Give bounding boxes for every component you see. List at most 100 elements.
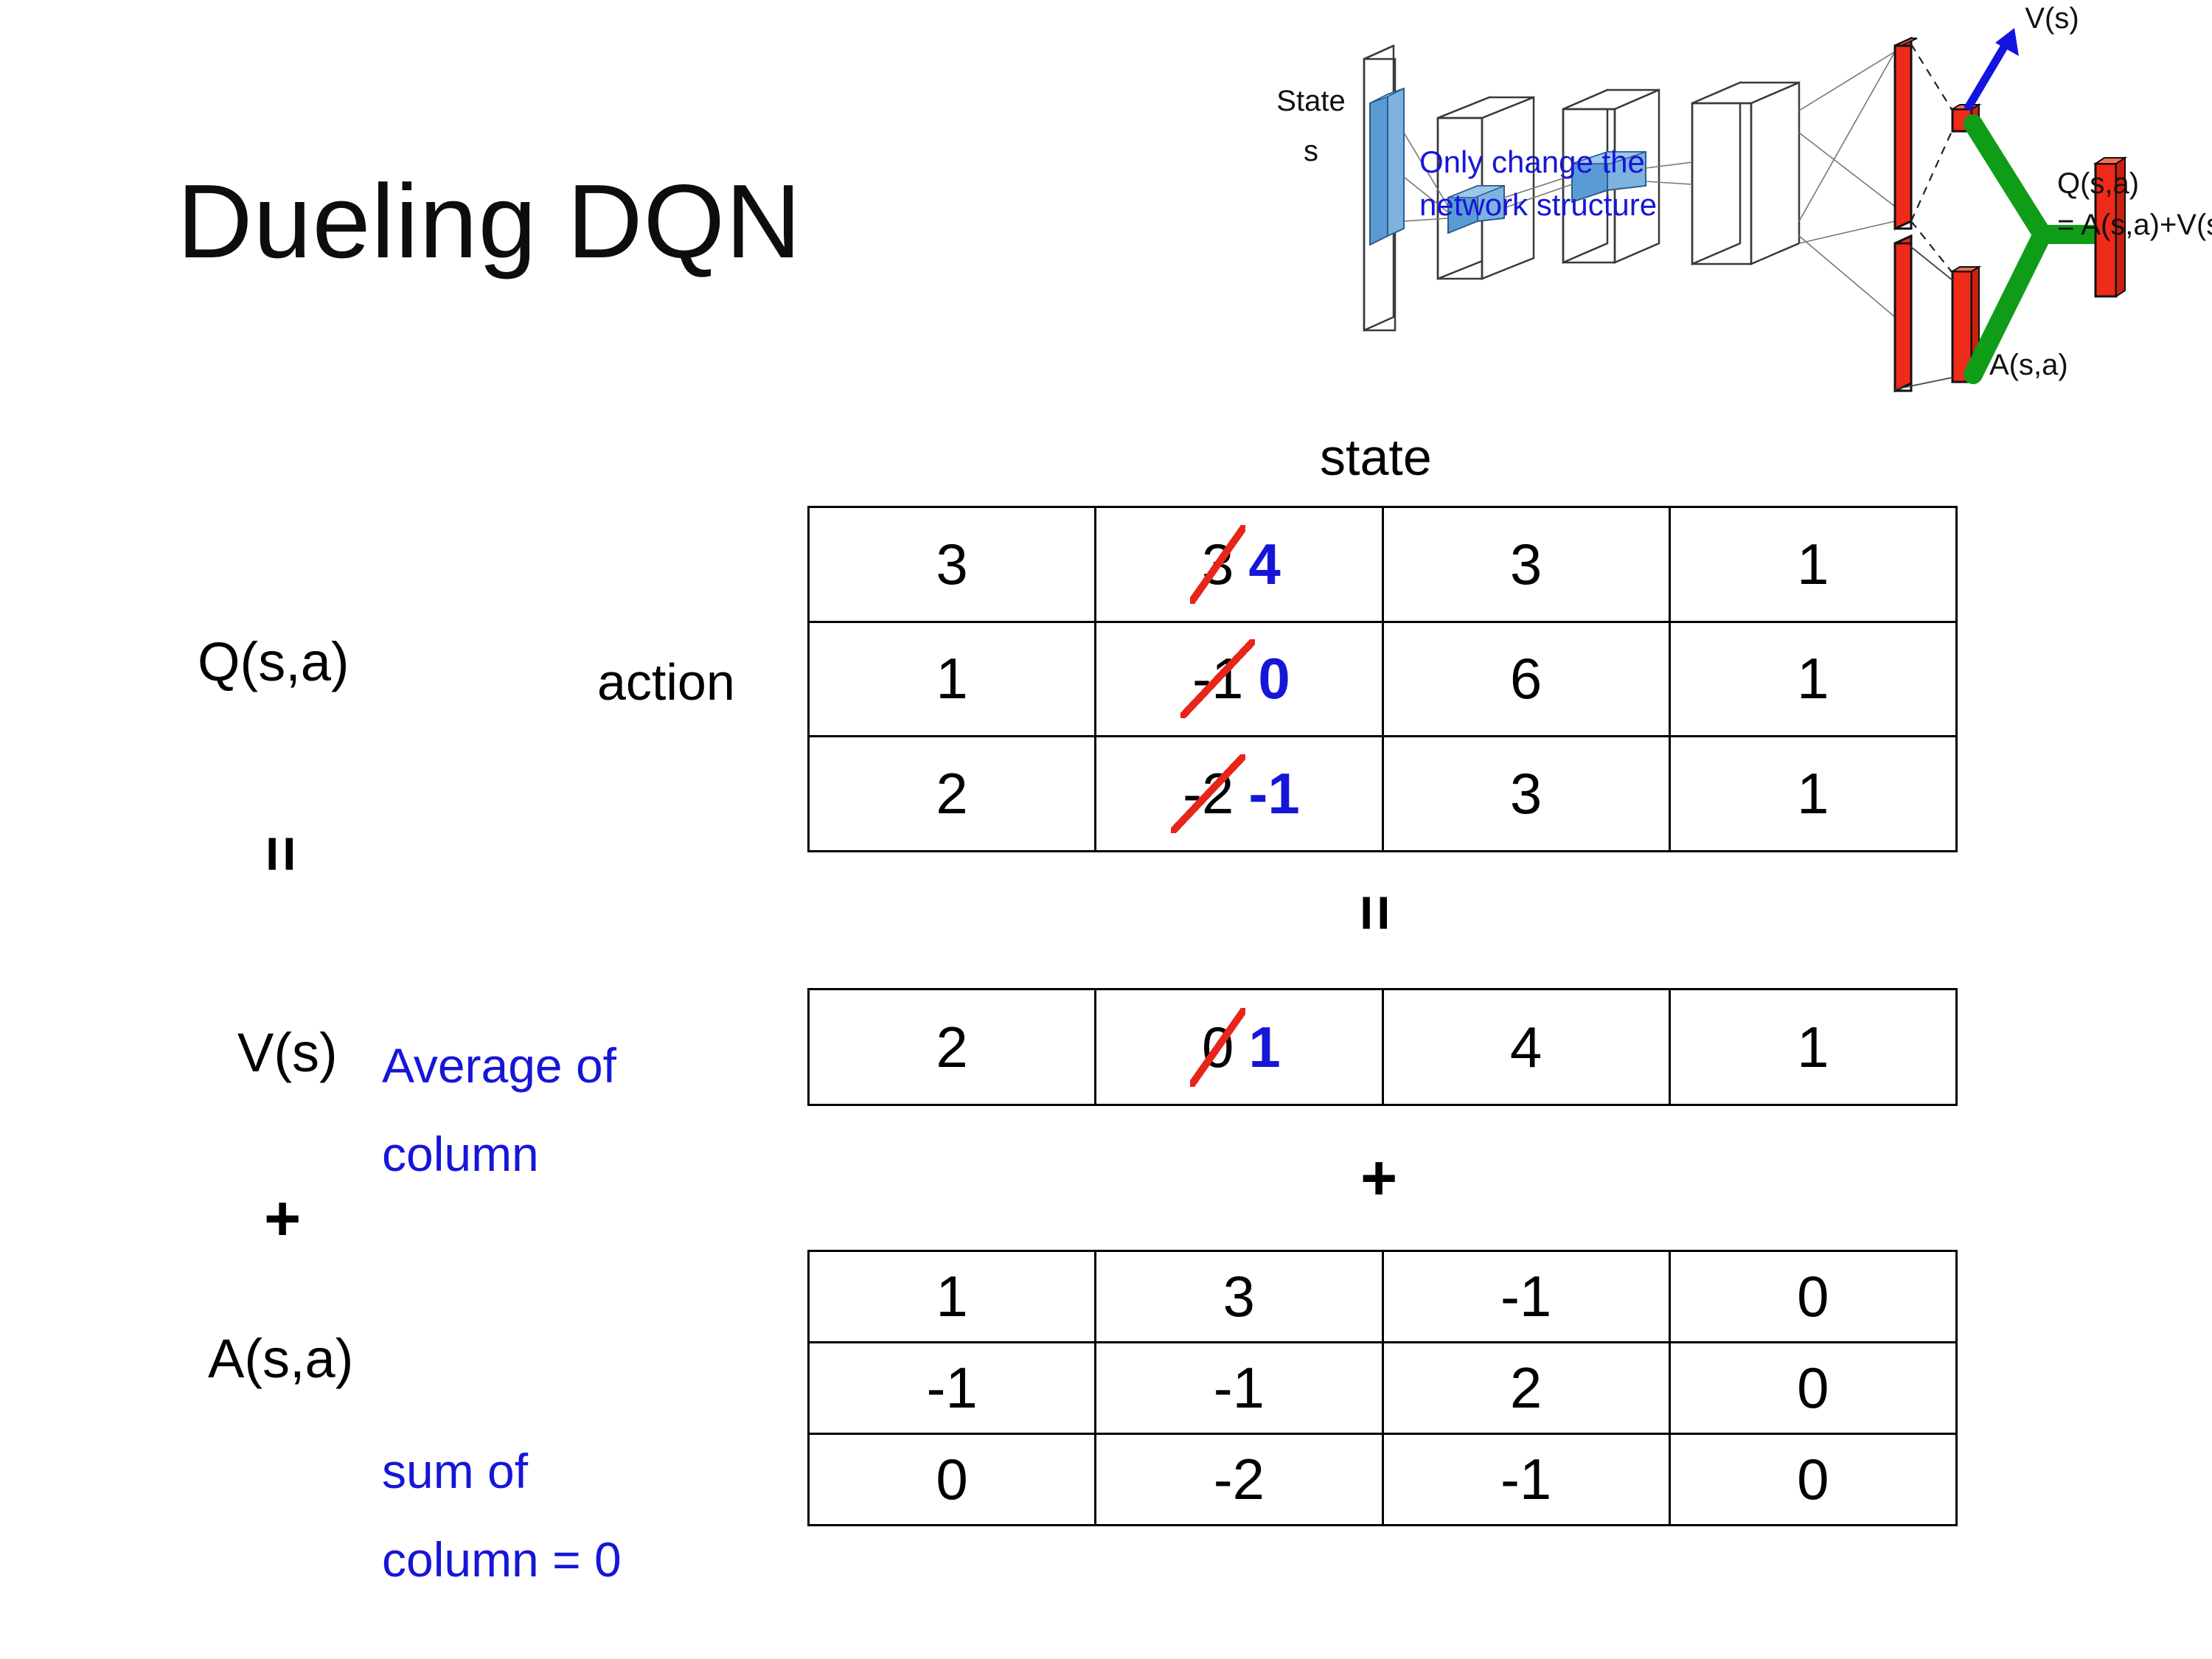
cell-value: 2	[936, 761, 968, 827]
table-cell: 1	[1668, 620, 1958, 738]
table-row: 1 3 -1 0	[807, 1250, 1958, 1343]
struck-value: 3	[1189, 524, 1246, 604]
table-row: 0 -2 -1 0	[807, 1433, 1958, 1526]
diagram-q-label: Q(s,a)	[2057, 167, 2139, 200]
cell-value: 3	[1509, 761, 1543, 827]
q-label: Q(s,a)	[198, 631, 349, 692]
updated-value: -1	[1248, 761, 1300, 827]
avg-note-line2: column	[382, 1127, 539, 1181]
table-cell: 2	[807, 735, 1097, 852]
table-cell: 0	[1668, 1250, 1958, 1343]
diagram-note-line1: Only change the	[1419, 145, 1645, 179]
merge-green-path	[1964, 114, 2105, 384]
cell-value: 1	[1797, 646, 1829, 712]
table-cell: 3	[1381, 506, 1671, 623]
table-cell: -2	[1094, 1433, 1384, 1526]
table-cell: 3	[1094, 1250, 1384, 1343]
advantage-stream-bar-icon	[1893, 234, 1913, 393]
cell-value: 6	[1509, 646, 1543, 712]
state-axis-label: state	[1320, 428, 1432, 486]
conv-block-1-filter	[1447, 184, 1505, 234]
equals-mid-sign: =	[1340, 894, 1411, 932]
cell-value: 1	[936, 646, 968, 712]
solid-links	[1894, 246, 1953, 390]
updated-value: 0	[1258, 646, 1290, 712]
v-label: V(s)	[237, 1022, 338, 1083]
diagram-state-label: State	[1276, 85, 1345, 117]
table-cell: -1	[1381, 1433, 1671, 1526]
connection-lines	[1403, 51, 1896, 318]
table-cell: 6	[1381, 620, 1671, 738]
table-cell: 1	[1668, 735, 1958, 852]
cell-value: 3	[1222, 1264, 1256, 1329]
table-row: 2 -2-1 3 1	[807, 735, 1958, 852]
q-output-bar-icon	[2093, 156, 2128, 298]
equals-q-v-sign: =	[246, 835, 317, 873]
cell-value: 0	[936, 1447, 968, 1512]
avg-note-line1: Average of	[382, 1038, 617, 1093]
state-plane-slab	[1369, 87, 1405, 246]
cell-value: -1	[1500, 1447, 1552, 1512]
cell-value: 1	[1797, 531, 1829, 597]
table-cell: -1	[1381, 1250, 1671, 1343]
diagram-note-line2: network structure	[1419, 187, 1657, 222]
cell-value: -1	[1500, 1264, 1552, 1329]
table-cell: 3	[1381, 735, 1671, 852]
table-cell: 0	[1668, 1341, 1958, 1435]
cell-value: 3	[1509, 531, 1543, 597]
table-cell: 0	[1668, 1433, 1958, 1526]
cell-value: 2	[1509, 1355, 1543, 1420]
cell-value: 0	[1797, 1355, 1829, 1420]
page-title: Dueling DQN	[177, 163, 802, 280]
cell-value: 4	[1509, 1014, 1543, 1079]
table-cell: 3	[807, 506, 1097, 623]
table-cell: 1	[1668, 988, 1958, 1106]
table-cell: 2	[1381, 1341, 1671, 1435]
dueling-network-diagram: State s Only change the network structur…	[1091, 0, 2212, 413]
table-cell: -1	[1094, 1341, 1384, 1435]
cell-value: -1	[1213, 1355, 1265, 1420]
table-cell: 4	[1381, 988, 1671, 1106]
conv-block-3-icon	[1691, 81, 1801, 265]
value-stream-bar-icon	[1893, 36, 1918, 231]
cell-value: -2	[1213, 1447, 1265, 1512]
plus-mid-sign: +	[1360, 1143, 1398, 1214]
sum-note-line2: column = 0	[382, 1532, 622, 1587]
struck-value: -1	[1180, 639, 1256, 719]
diagram-state-sub: s	[1304, 135, 1318, 167]
struck-value: -2	[1170, 754, 1246, 834]
a-table: 1 3 -1 0 -1 -1 2 0 0 -2 -1 0	[807, 1250, 1958, 1526]
diagram-a-label: A(s,a)	[1989, 349, 2068, 381]
table-cell: -2-1	[1094, 735, 1384, 852]
cell-value: -1	[926, 1355, 978, 1420]
conv-block-2-filter	[1571, 150, 1646, 204]
diagram-v-label: V(s)	[2025, 2, 2079, 35]
updated-value: 4	[1248, 531, 1281, 597]
v-arrow-icon	[1964, 28, 2019, 111]
cell-value: 1	[1797, 761, 1829, 827]
table-cell: 2	[807, 988, 1097, 1106]
table-cell: 1	[1668, 506, 1958, 623]
cell-value: 0	[1797, 1264, 1829, 1329]
table-cell: 1	[807, 1250, 1097, 1343]
table-cell: 1	[807, 620, 1097, 738]
table-row: -1 -1 2 0	[807, 1341, 1958, 1435]
cell-value: 0	[1797, 1447, 1829, 1512]
dashed-links	[1910, 44, 1954, 274]
plus-left-sign: +	[264, 1183, 302, 1254]
table-cell: 0	[807, 1433, 1097, 1526]
cell-value: 2	[936, 1014, 968, 1079]
cell-value: 3	[936, 531, 968, 597]
sum-note-line1: sum of	[382, 1444, 529, 1498]
table-cell: -1	[807, 1341, 1097, 1435]
cell-value: 1	[936, 1264, 968, 1329]
action-axis-label: action	[597, 653, 735, 711]
updated-value: 1	[1248, 1014, 1281, 1079]
